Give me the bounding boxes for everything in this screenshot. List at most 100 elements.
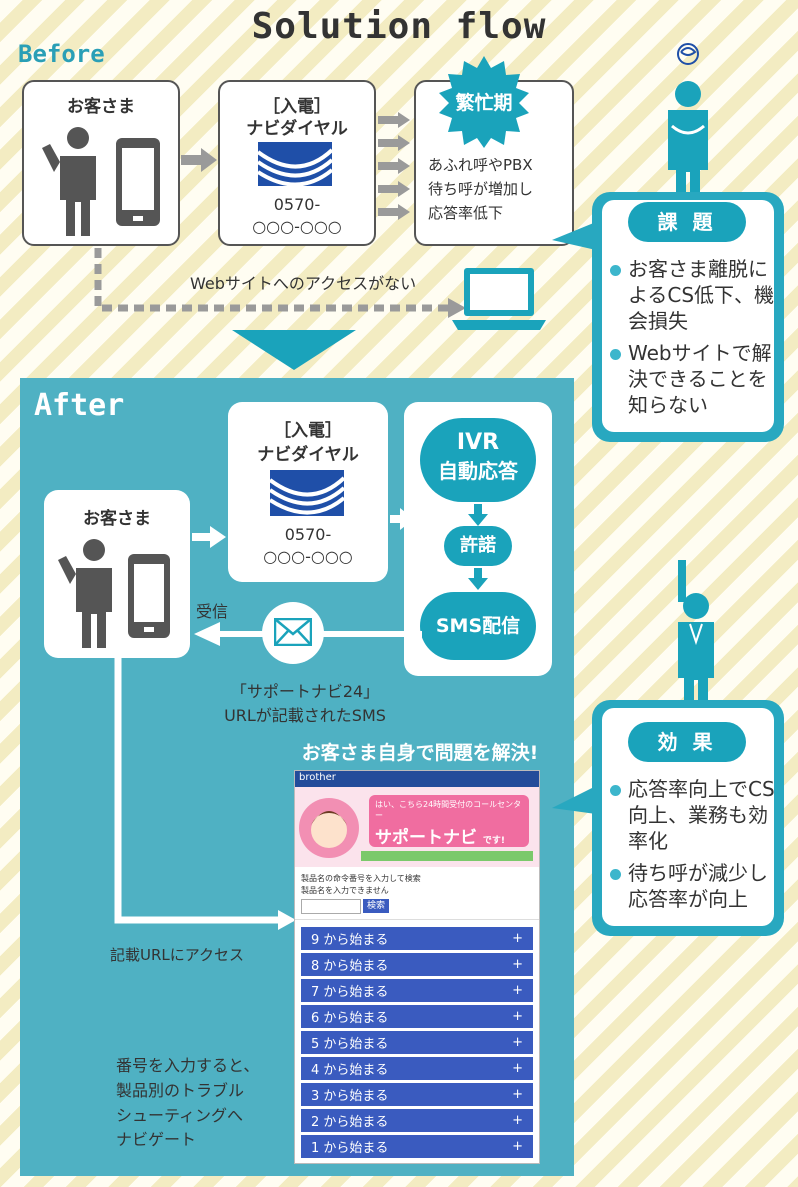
navi-number-2: ○○○-○○○: [252, 217, 342, 236]
banner-suffix: です!: [482, 836, 506, 846]
effect-item: 応答率向上でCS向上、業務も効率化: [608, 776, 776, 854]
site-row-label: 2 から始まる: [311, 1115, 389, 1130]
navi-number-2: ○○○-○○○: [263, 547, 353, 566]
sms-circle: SMS配信: [420, 592, 536, 660]
after-customer-box: お客さま: [44, 490, 190, 658]
site-search-input[interactable]: [301, 899, 361, 914]
site-row-label: 8 から始まる: [311, 959, 389, 974]
busy-text-2: 待ち呼が増加し: [428, 180, 534, 198]
self-solve-text: お客さま自身で問題を解決!: [301, 742, 539, 764]
site-row-button[interactable]: 6 から始まる +: [301, 1005, 533, 1028]
navi-title-2: ナビダイヤル: [257, 445, 359, 465]
plus-icon: +: [512, 931, 523, 946]
customer-label: お客さま: [67, 97, 135, 117]
navi-title-1: ［入電］: [274, 421, 342, 441]
navidial-logo-icon: [270, 470, 346, 516]
customer-label: お客さま: [83, 509, 151, 529]
permit-circle: 許諾: [444, 526, 512, 566]
after-navi-box: ［入電］ ナビダイヤル 0570- ○○○-○○○: [228, 402, 388, 582]
access-url-text: 記載URLにアクセス: [110, 946, 245, 964]
ivr-circle: IVR 自動応答: [420, 418, 536, 502]
navi-title-2: ナビダイヤル: [246, 119, 348, 139]
site-row-button[interactable]: 9 から始まる +: [301, 927, 533, 950]
banner-small-text: はい、こちら24時間受付のコールセンター: [375, 800, 522, 820]
guide-line: ナビゲート: [116, 1130, 197, 1150]
plus-icon: +: [512, 983, 523, 998]
site-row-button[interactable]: 7 から始まる +: [301, 979, 533, 1002]
busy-text-1: あふれ呼やPBX: [428, 156, 533, 174]
site-logo: brother: [299, 772, 336, 783]
laptop-icon: [452, 268, 546, 330]
busy-badge: 繁忙期: [455, 92, 513, 114]
site-banner: はい、こちら24時間受付のコールセンター サポートナビ です!: [295, 787, 539, 867]
mail-icon: [274, 618, 312, 646]
site-row-button[interactable]: 3 から始まる +: [301, 1083, 533, 1106]
received-text: 受信: [196, 602, 229, 621]
operator-avatar: [299, 798, 359, 858]
arrow-right-icon: [390, 508, 414, 530]
before-customer-box: お客さま: [22, 80, 180, 246]
input-hint-2: 製品名を入力できません: [301, 886, 389, 895]
guide-text: 番号を入力すると、 製品別のトラブル シューティングへ ナビゲート: [116, 1054, 259, 1153]
ivr-line-1: IVR: [456, 430, 500, 455]
navi-number-1: 0570-: [273, 195, 321, 214]
site-row-button[interactable]: 5 から始まる +: [301, 1031, 533, 1054]
navi-title-1: ［入電］: [263, 97, 331, 117]
person-phone-icon: [42, 127, 160, 236]
issue-title: 課 題: [628, 202, 746, 242]
guide-line: 製品別のトラブル: [116, 1080, 245, 1100]
banner-big-text: サポートナビ: [375, 828, 477, 848]
sms-desc-1: 「サポートナビ24」: [230, 682, 380, 701]
guide-line: シューティングへ: [116, 1105, 244, 1125]
before-navi-box: ［入電］ ナビダイヤル 0570- ○○○-○○○: [218, 80, 376, 246]
burst-badge-icon: [439, 56, 529, 148]
site-row-label: 1 から始まる: [311, 1141, 389, 1156]
effect-list: 応答率向上でCS向上、業務も効率化 待ち呼が減少し応答率が向上: [608, 776, 776, 918]
plus-icon: +: [512, 1061, 523, 1076]
plus-icon: +: [512, 1035, 523, 1050]
plus-icon: +: [512, 1113, 523, 1128]
site-row-button[interactable]: 4 から始まる +: [301, 1057, 533, 1080]
plus-icon: +: [512, 1009, 523, 1024]
effect-title: 効 果: [628, 722, 746, 762]
ivr-line-2: 自動応答: [438, 459, 518, 483]
site-row-label: 7 から始まる: [311, 985, 389, 1000]
plus-icon: +: [512, 1087, 523, 1102]
site-header: brother: [295, 771, 539, 787]
access-path: [114, 658, 296, 930]
site-row-button[interactable]: 2 から始まる +: [301, 1109, 533, 1132]
site-row-label: 4 から始まる: [311, 1063, 389, 1078]
site-row-label: 3 から始まる: [311, 1089, 389, 1104]
support-site-screenshot: brother はい、こちら24時間受付のコールセンター サポートナビ です! …: [294, 770, 540, 1164]
step-bar: [361, 851, 533, 861]
arrow-right-icon: [192, 526, 226, 548]
input-hint-1: 製品名の命令番号を入力して検索: [301, 874, 421, 883]
dashed-path: [94, 248, 466, 318]
issue-item: お客さま離脱によるCS低下、機会損失: [608, 256, 776, 334]
site-row-button[interactable]: 8 から始まる +: [301, 953, 533, 976]
guide-line: 番号を入力すると、: [116, 1056, 260, 1075]
navi-number-1: 0570-: [284, 525, 332, 544]
site-row-button[interactable]: 1 から始まる +: [301, 1135, 533, 1158]
plus-icon: +: [512, 957, 523, 972]
site-row-label: 6 から始まる: [311, 1011, 389, 1026]
issue-item: Webサイトで解決できることを知らない: [608, 340, 776, 418]
arrow-down-icon: [468, 504, 488, 526]
busy-text-3: 応答率低下: [428, 204, 504, 222]
arrow-right-icon: [181, 148, 217, 172]
site-search-button[interactable]: 検索: [363, 899, 389, 913]
after-heading: After: [34, 388, 125, 423]
effect-item: 待ち呼が減少し応答率が向上: [608, 860, 776, 912]
person-phone-icon: [58, 539, 170, 648]
site-row-label: 9 から始まる: [311, 933, 389, 948]
issue-list: お客さま離脱によるCS低下、機会損失 Webサイトで解決できることを知らない: [608, 256, 776, 424]
site-search-area: 製品名の命令番号を入力して検索 製品名を入力できません 検索: [295, 867, 539, 920]
arrow-down-icon: [468, 568, 488, 590]
busy-box: あふれ呼やPBX 待ち呼が増加し 応答率低下: [414, 80, 574, 246]
down-arrow-icon: [232, 330, 356, 370]
no-access-text: Webサイトへのアクセスがない: [190, 274, 417, 293]
site-row-label: 5 から始まる: [311, 1037, 389, 1052]
navidial-logo-icon: [258, 142, 334, 186]
plus-icon: +: [512, 1139, 523, 1154]
overflow-arrows-icon: [378, 112, 410, 220]
